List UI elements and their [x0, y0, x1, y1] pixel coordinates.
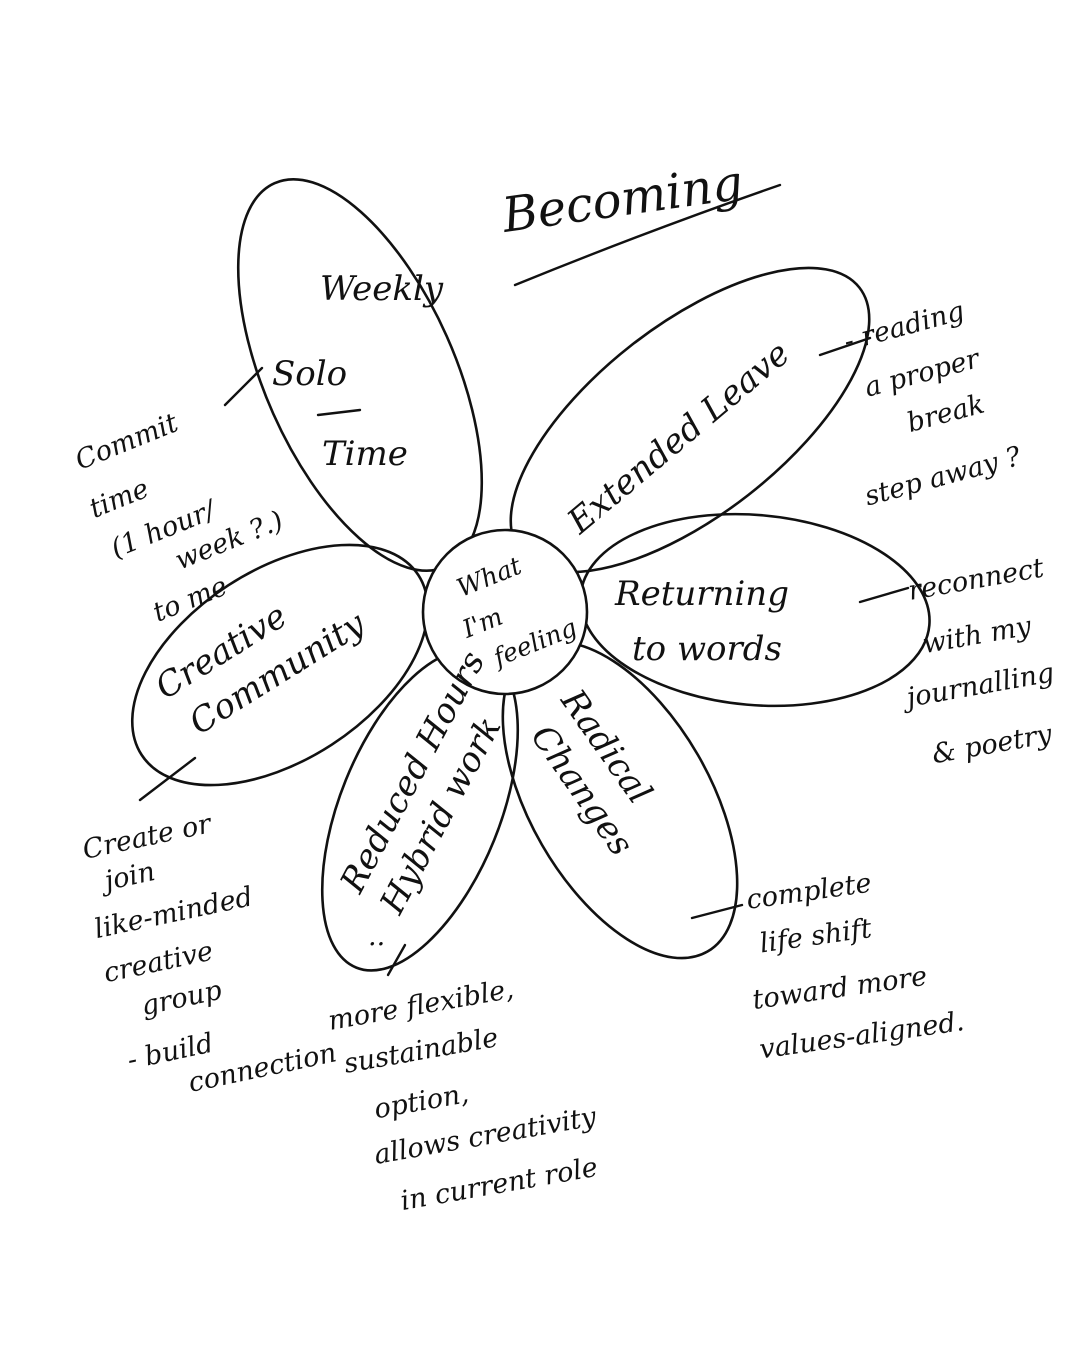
returning-line-1: Returning — [614, 574, 789, 614]
note-radical-line-3: toward more — [751, 961, 929, 1016]
diagram-title: Becoming — [498, 155, 746, 244]
petal-label-weekly-solo-time: Weekly — [320, 269, 444, 309]
note-creative-community: Create or join like-minded creative grou… — [75, 793, 339, 1112]
note-extended-line-3: break — [904, 389, 988, 439]
petal-creative-community — [130, 543, 430, 787]
petal-label-extended-leave: Extended Leave — [559, 334, 797, 543]
leader-extended — [818, 336, 872, 357]
note-creative-line-2: join — [97, 856, 158, 898]
leader-weekly — [223, 366, 264, 407]
note-creative-line-5: group — [139, 975, 225, 1022]
note-returning-line-2: with my — [920, 611, 1034, 661]
note-weekly-line-5: to me — [149, 571, 232, 629]
note-extended-leave: - reading a proper break step away ? — [821, 291, 1024, 512]
petal-label-radical-changes: Radical Changes — [515, 681, 678, 863]
note-reduced-line-3: option, — [372, 1078, 471, 1125]
leader-creative — [138, 756, 197, 802]
note-returning-line-3: journalling — [899, 657, 1056, 714]
petal-weekly-line-1: Weekly — [320, 269, 444, 309]
leader-radical — [690, 903, 744, 920]
petal-label-returning-to-words: Returning to words — [614, 574, 800, 669]
note-weekly-line-1: Commit — [71, 407, 183, 476]
note-extended-line-4: step away ? — [861, 441, 1024, 513]
note-reduced-hours: more flexible, sustainable option, allow… — [326, 962, 616, 1224]
note-extended-line-1: - reading — [841, 296, 968, 358]
petal-label-weekly-time: Time — [322, 434, 408, 474]
note-radical-line-2: life shift — [758, 913, 874, 959]
title-underline — [513, 183, 782, 287]
leader-returning — [858, 586, 910, 604]
reduced-ellipsis: .. — [368, 921, 385, 952]
note-returning-line-1: reconnect — [906, 553, 1046, 607]
petal-label-weekly-solo: Solo — [272, 354, 347, 394]
note-returning-line-4: & poetry — [930, 719, 1055, 771]
note-radical-changes: complete life shift toward more values-a… — [737, 858, 966, 1066]
note-radical-line-4: values-aligned. — [758, 1006, 967, 1065]
note-weekly-line-2: time — [85, 473, 153, 525]
note-radical-line-1: complete — [745, 868, 874, 916]
time-overline — [316, 408, 362, 417]
flower-center — [421, 528, 589, 696]
returning-line-2: to words — [632, 629, 782, 669]
leader-reduced — [386, 943, 407, 977]
